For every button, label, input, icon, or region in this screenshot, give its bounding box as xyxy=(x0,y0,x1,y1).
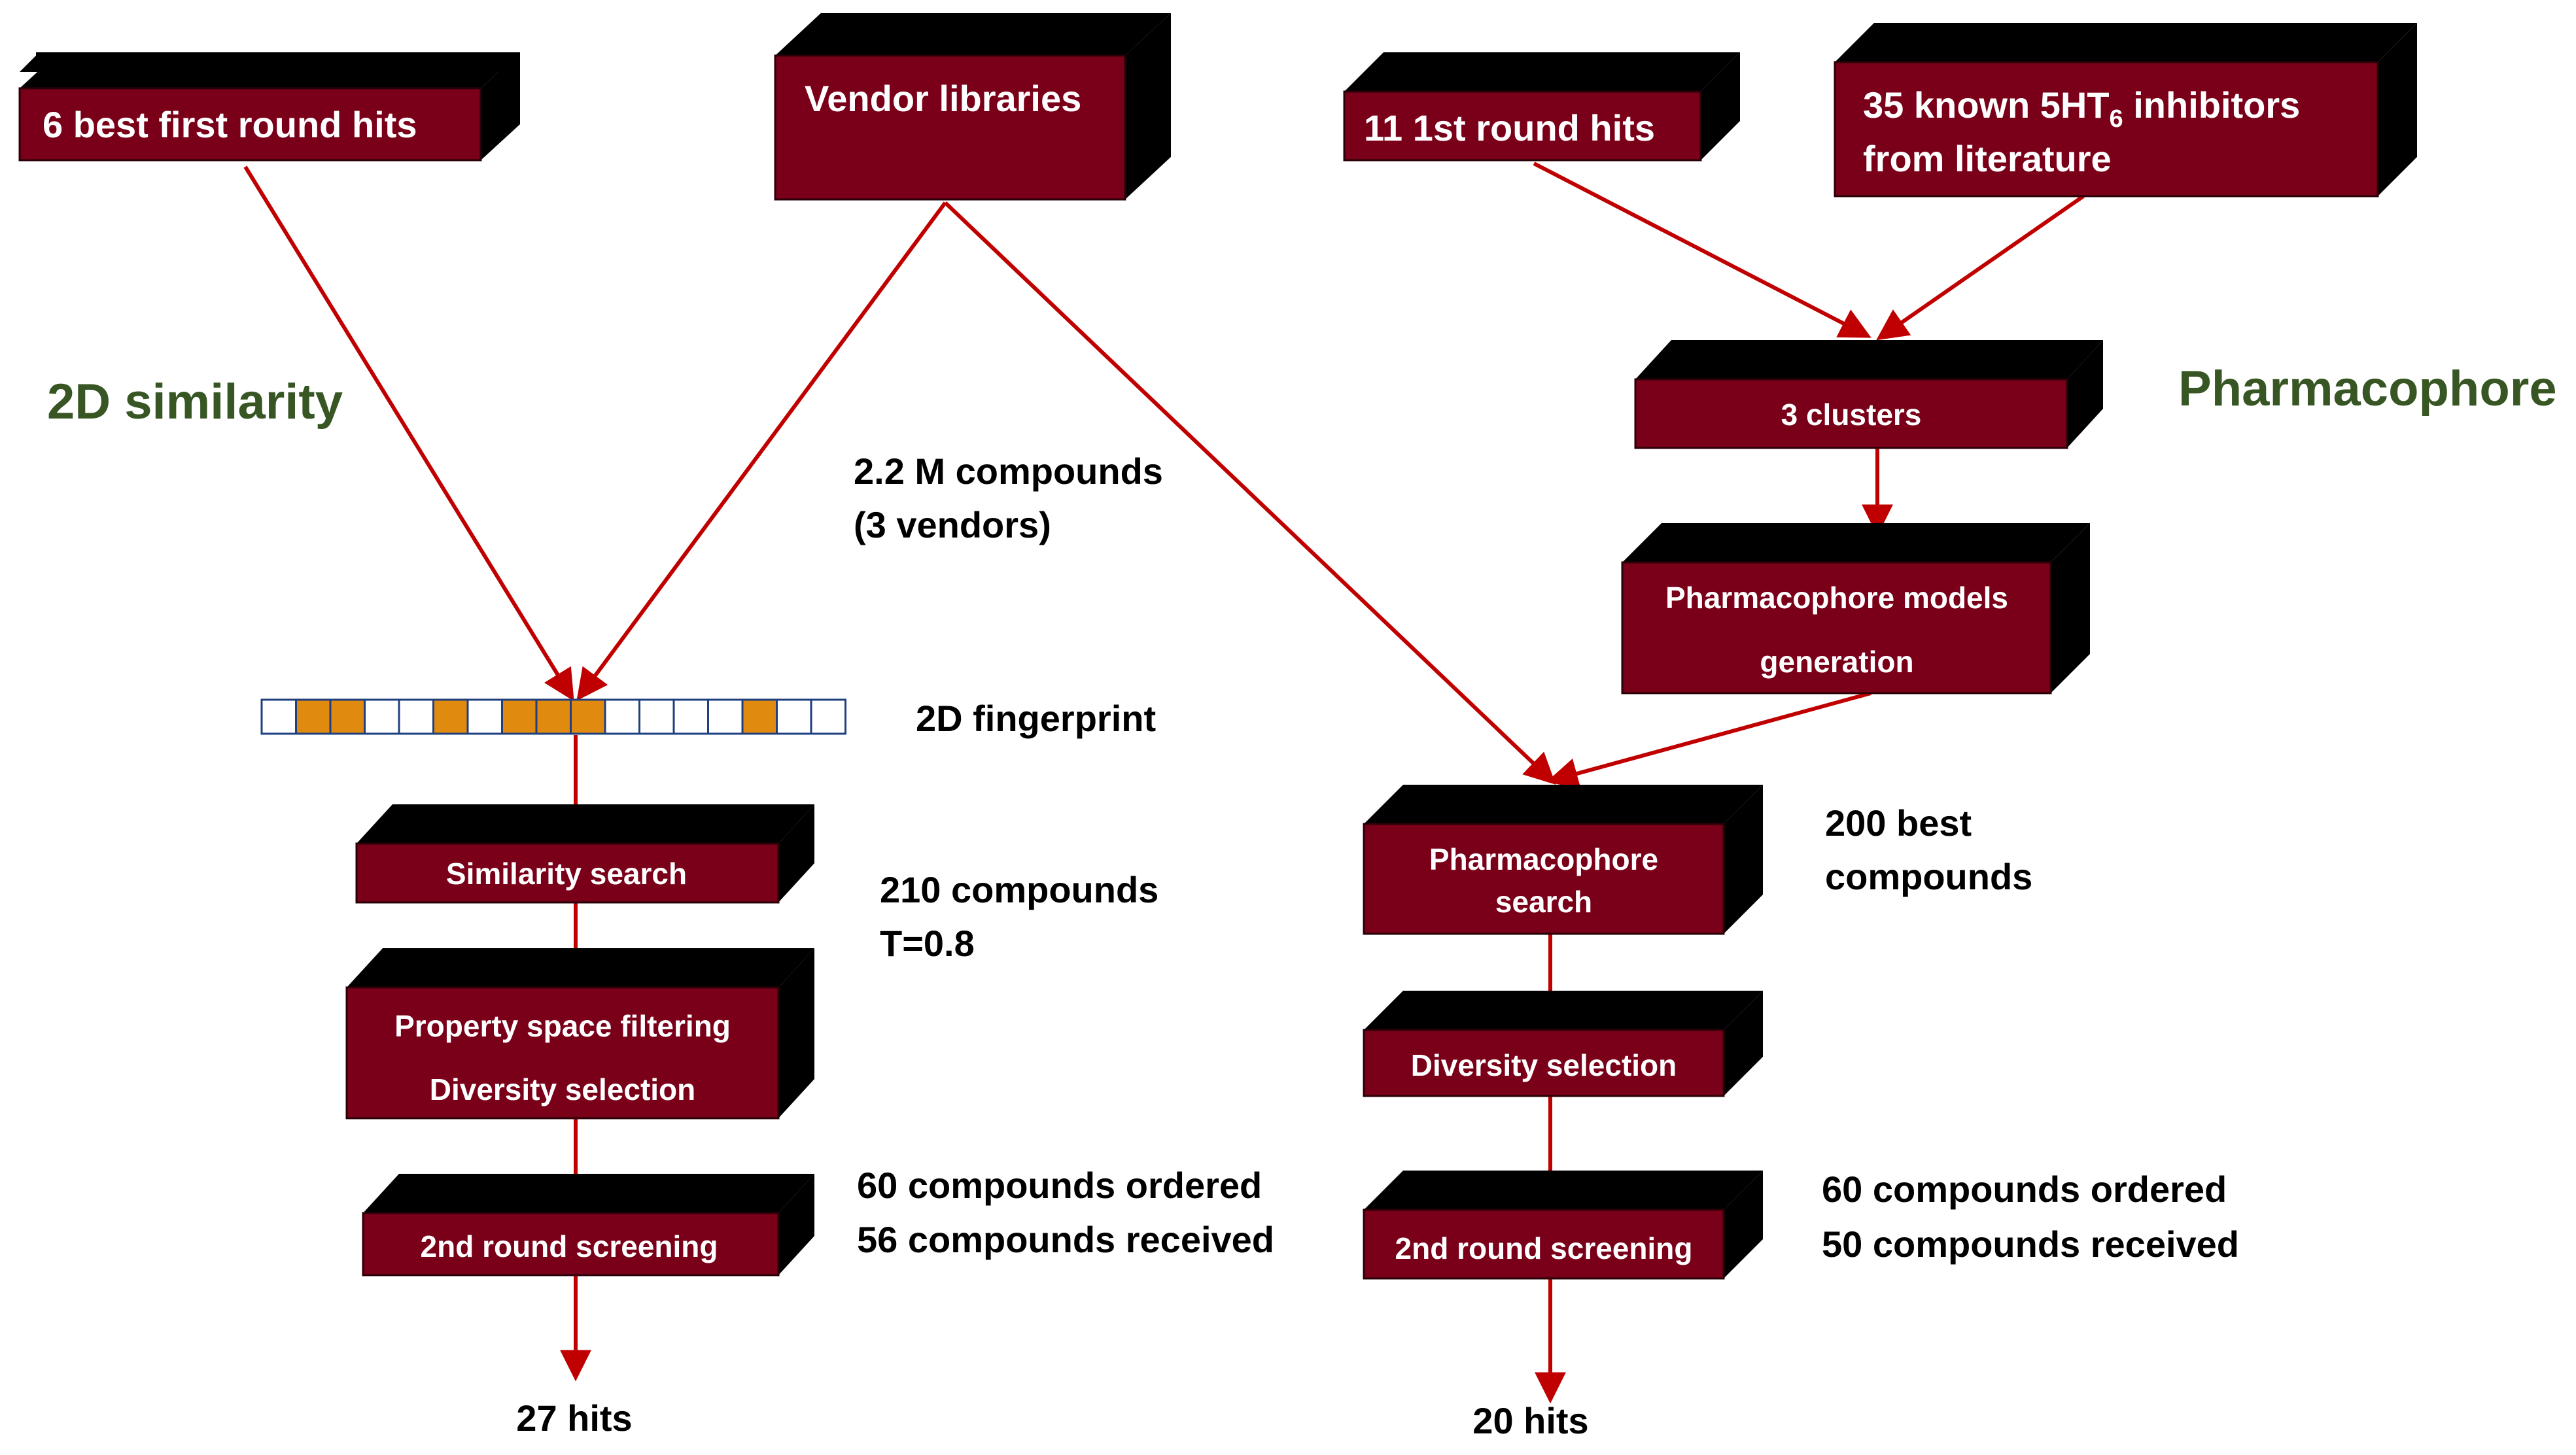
fingerprint-bit-off xyxy=(466,698,503,735)
pharmacophore-models-label-line2: generation xyxy=(1760,645,1913,679)
left-hits-label: 27 hits xyxy=(516,1397,632,1439)
arrow-vendor-to-fingerprint xyxy=(576,201,947,701)
best-compounds-label-line1: 200 best xyxy=(1825,802,1972,844)
diversity-right-label: Diversity selection xyxy=(1411,1048,1677,1082)
eleven-hits-label: 11 1st round hits xyxy=(1364,107,1655,148)
pharmacophore-search-label-line1: Pharmacophore xyxy=(1429,842,1658,876)
eleven-hits-box: 11 1st round hits xyxy=(1343,52,1740,162)
fingerprint-bit-on xyxy=(295,698,332,735)
diversity-right-box: Diversity selection xyxy=(1363,991,1763,1097)
right-ordered-label: 60 compounds ordered xyxy=(1822,1169,2227,1210)
second-round-right-label: 2nd round screening xyxy=(1395,1231,1693,1265)
arrow-eleven-hits-to-clusters xyxy=(1533,162,1871,338)
known-inhibitors-label: 35 known 5HT6 inhibitors xyxy=(1863,84,2300,133)
best-compounds-label-line2: compounds xyxy=(1825,856,2032,897)
clusters-box: 3 clusters xyxy=(1634,340,2103,449)
pharmacophore-models-label-line1: Pharmacophore models xyxy=(1665,581,2008,615)
fingerprint-bit-on xyxy=(501,698,538,735)
arrow-vendor-to-pharm-search xyxy=(943,201,1556,785)
pharmacophore-search-box: Pharmacophore search xyxy=(1363,785,1763,935)
fingerprint-bit-on xyxy=(570,698,606,735)
compounds-count-label: 2.2 M compounds xyxy=(854,451,1163,492)
arrow-models-to-pharm-search xyxy=(1546,691,1871,789)
fingerprint-bit-off xyxy=(707,698,744,735)
fingerprint-bit-on xyxy=(329,698,366,735)
first-round-hits-label: 6 best first round hits xyxy=(43,104,417,145)
fingerprint-bit-off xyxy=(638,698,675,735)
section-title-pharmacophore: Pharmacophore xyxy=(2178,361,2557,417)
vendor-libraries-label: Vendor libraries xyxy=(805,78,1081,119)
pharmacophore-search-label-line2: search xyxy=(1495,885,1592,919)
clusters-label: 3 clusters xyxy=(1781,398,1922,432)
property-filtering-box: Property space filtering Diversity selec… xyxy=(345,948,814,1120)
first-round-hits-box: 6 best first round hits xyxy=(18,52,520,162)
fingerprint-bit-off xyxy=(604,698,640,735)
similarity-search-box: Similarity search xyxy=(355,804,814,904)
known-inhibitors-box: 35 known 5HT6 inhibitors from literature xyxy=(1834,23,2417,197)
fingerprint-label: 2D fingerprint xyxy=(916,698,1156,739)
similarity-search-label: Similarity search xyxy=(446,857,687,891)
second-round-left-box: 2nd round screening xyxy=(362,1174,814,1276)
fingerprint-bit-off xyxy=(810,698,846,735)
property-filtering-label-line1: Property space filtering xyxy=(394,1009,731,1043)
second-round-right-box: 2nd round screening xyxy=(1363,1171,1763,1280)
fingerprint-bit-on xyxy=(741,698,778,735)
property-filtering-label-line2: Diversity selection xyxy=(430,1072,696,1106)
pharmacophore-models-box: Pharmacophore models generation xyxy=(1621,523,2090,694)
second-round-left-label: 2nd round screening xyxy=(421,1229,718,1263)
right-hits-label: 20 hits xyxy=(1472,1400,1588,1441)
fingerprint-bitstring xyxy=(260,698,846,735)
fingerprint-bit-on xyxy=(535,698,572,735)
fingerprint-bit-off xyxy=(776,698,812,735)
vendors-count-label: (3 vendors) xyxy=(854,504,1051,545)
arrow-inhibitors-to-clusters xyxy=(1876,194,2085,341)
connectors xyxy=(243,162,2085,1404)
fingerprint-bit-off xyxy=(672,698,709,735)
fingerprint-bit-off xyxy=(260,698,297,735)
right-received-label: 50 compounds received xyxy=(1822,1224,2239,1265)
section-title-2d-similarity: 2D similarity xyxy=(47,374,343,430)
arrow-first-hits-to-fingerprint xyxy=(243,165,574,702)
fingerprint-bit-off xyxy=(398,698,434,735)
known-inhibitors-label-line2: from literature xyxy=(1863,138,2112,179)
fingerprint-bit-on xyxy=(432,698,469,735)
fingerprint-bit-off xyxy=(364,698,400,735)
left-received-label: 56 compounds received xyxy=(857,1219,1274,1260)
known-inhibitors-subscript: 6 xyxy=(2110,105,2123,133)
left-ordered-label: 60 compounds ordered xyxy=(857,1165,1262,1206)
similarity-result-label: 210 compounds xyxy=(880,869,1158,910)
vendor-libraries-box: Vendor libraries xyxy=(774,13,1171,201)
similarity-threshold-label: T=0.8 xyxy=(880,923,975,964)
